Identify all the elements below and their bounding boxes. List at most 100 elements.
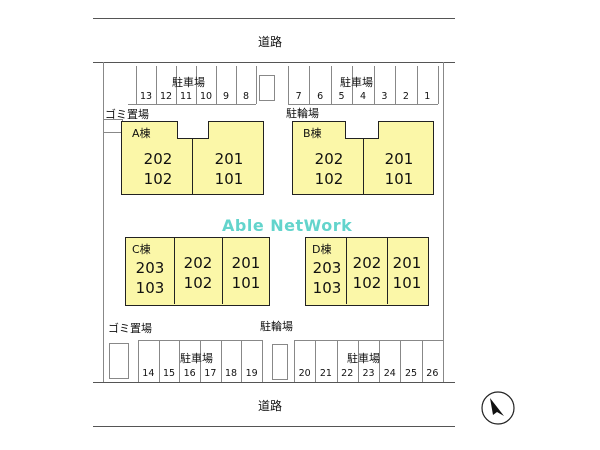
top-right-parking-stall-number: 3 bbox=[381, 91, 388, 102]
bottom-left-parking-stall-number: 18 bbox=[224, 368, 238, 379]
room-b-202: 202 bbox=[314, 150, 344, 168]
top-right-parking-stall-line bbox=[416, 66, 418, 104]
room-c-203: 203 bbox=[135, 259, 165, 277]
boundary-right bbox=[443, 62, 444, 382]
bottom-right-parking-stall-number: 22 bbox=[341, 368, 354, 379]
top-right-parking-stall-line bbox=[395, 66, 397, 104]
building-c-divider-1 bbox=[174, 238, 175, 304]
top-right-parking-stall-line bbox=[438, 66, 439, 104]
bottom-left-parking-stall-number: 17 bbox=[204, 368, 217, 379]
top-left-parking-stall-number: 11 bbox=[179, 91, 193, 102]
room-d-103: 103 bbox=[312, 279, 342, 297]
top-right-parking-stall-number: 7 bbox=[295, 91, 302, 102]
bottom-road-line bbox=[93, 426, 455, 427]
room-c-102: 102 bbox=[183, 274, 213, 292]
room-b-101: 101 bbox=[384, 170, 414, 188]
bicycle-parking-bottom-box bbox=[272, 344, 288, 380]
top-left-parking-stall-number: 9 bbox=[222, 91, 230, 102]
top-left-parking-stall-line bbox=[176, 66, 177, 104]
garbage-area-top-box bbox=[103, 119, 123, 133]
bottom-left-parking-stall-number: 16 bbox=[183, 368, 196, 379]
building-d-divider-2 bbox=[387, 238, 388, 304]
top-left-parking-stall-number: 13 bbox=[139, 91, 153, 102]
top-right-parking-stall-line bbox=[288, 66, 289, 104]
top-left-parking-stall-line bbox=[216, 66, 217, 104]
building-c-label: C棟 bbox=[132, 243, 151, 256]
bottom-left-parking-stall-line bbox=[200, 340, 201, 382]
room-c-101: 101 bbox=[231, 274, 261, 292]
building-b-notch bbox=[345, 120, 379, 139]
top-left-parking-stall-line bbox=[136, 66, 137, 104]
bottom-left-parking-stall-line bbox=[241, 340, 243, 382]
building-b: B棟 202 102 201 101 bbox=[292, 120, 434, 195]
top-right-parking-stall-line bbox=[309, 66, 311, 104]
bottom-right-parking-stall-number: 26 bbox=[426, 368, 439, 379]
bottom-right-parking-stall-line bbox=[400, 340, 402, 382]
bottom-right-parking-stall-line bbox=[357, 340, 359, 382]
bottom-right-parking-stall-number: 24 bbox=[383, 368, 396, 379]
top-left-parking-stall-number: 8 bbox=[242, 91, 250, 102]
building-d: D棟 203 103 202 102 201 101 bbox=[305, 237, 429, 306]
bottom-right-parking-label: 駐車場 bbox=[347, 352, 380, 365]
bicycle-parking-top-box bbox=[259, 75, 275, 101]
top-road-label: 道路 bbox=[258, 35, 283, 49]
top-right-parking-stall-line bbox=[373, 66, 375, 104]
bottom-left-parking-stall-number: 15 bbox=[162, 368, 176, 379]
boundary-left bbox=[103, 62, 104, 382]
bottom-left-parking-stall-line bbox=[158, 340, 160, 382]
building-c: C棟 203 103 202 102 201 101 bbox=[125, 237, 270, 306]
top-left-parking-stall-line bbox=[196, 66, 197, 104]
room-c-103: 103 bbox=[135, 279, 165, 297]
top-road-line bbox=[93, 18, 455, 19]
watermark: Able NetWork bbox=[222, 216, 353, 235]
top-right-parking-stall-number: 2 bbox=[402, 91, 409, 102]
bottom-right-parking-stall-line bbox=[421, 340, 423, 382]
bottom-right-parking-stall-line bbox=[315, 340, 317, 382]
bottom-left-parking-stall-line bbox=[220, 340, 222, 382]
bottom-left-parking-stall-line bbox=[179, 340, 181, 382]
bottom-right-parking-stall-number: 20 bbox=[298, 368, 311, 379]
top-road-edge bbox=[93, 62, 455, 63]
bottom-left-parking-baseline bbox=[138, 340, 262, 341]
bottom-left-parking-stall-line bbox=[262, 340, 263, 382]
bottom-right-parking-stall-line bbox=[294, 340, 295, 382]
building-a-notch bbox=[177, 120, 209, 139]
bottom-right-parking-baseline bbox=[294, 340, 443, 341]
building-a-unit-divider bbox=[192, 138, 193, 194]
top-left-parking-stall-line bbox=[256, 66, 257, 104]
top-right-parking-stall-number: 5 bbox=[338, 91, 345, 102]
room-a-102: 102 bbox=[143, 170, 173, 188]
building-a-label: A棟 bbox=[132, 127, 151, 140]
top-left-parking-stall-number: 10 bbox=[199, 91, 213, 102]
top-right-parking-baseline bbox=[288, 104, 438, 105]
top-right-parking-label: 駐車場 bbox=[340, 76, 373, 89]
building-c-divider-2 bbox=[222, 238, 223, 304]
north-arrow-icon bbox=[480, 390, 516, 426]
bottom-right-parking-stall-line bbox=[443, 340, 444, 382]
building-d-divider-1 bbox=[346, 238, 347, 304]
room-d-201: 201 bbox=[392, 254, 422, 272]
bottom-left-parking-label: 駐車場 bbox=[180, 352, 213, 365]
room-b-201: 201 bbox=[384, 150, 414, 168]
top-left-parking-label: 駐車場 bbox=[172, 76, 205, 89]
top-left-parking-baseline bbox=[128, 104, 256, 105]
top-right-parking-stall-line bbox=[330, 66, 332, 104]
top-left-parking-stall-line bbox=[156, 66, 157, 104]
bottom-right-parking-stall-line bbox=[336, 340, 338, 382]
bottom-left-parking-stall-number: 14 bbox=[142, 368, 155, 379]
room-d-203: 203 bbox=[312, 259, 342, 277]
bottom-right-parking-stall-line bbox=[379, 340, 381, 382]
building-b-label: B棟 bbox=[303, 127, 322, 140]
room-d-101: 101 bbox=[392, 274, 422, 292]
bottom-road-edge bbox=[93, 382, 455, 383]
bottom-road-label: 道路 bbox=[258, 399, 283, 413]
top-right-parking-stall-number: 6 bbox=[317, 91, 324, 102]
building-b-unit-divider bbox=[363, 138, 364, 194]
top-left-parking-stall-number: 12 bbox=[159, 91, 173, 102]
top-right-parking-stall-line bbox=[352, 66, 354, 104]
room-c-202: 202 bbox=[183, 254, 213, 272]
top-right-parking-stall-number: 1 bbox=[424, 91, 431, 102]
bicycle-parking-bottom-label: 駐輪場 bbox=[260, 320, 293, 333]
room-a-101: 101 bbox=[214, 170, 244, 188]
building-d-label: D棟 bbox=[312, 243, 332, 256]
